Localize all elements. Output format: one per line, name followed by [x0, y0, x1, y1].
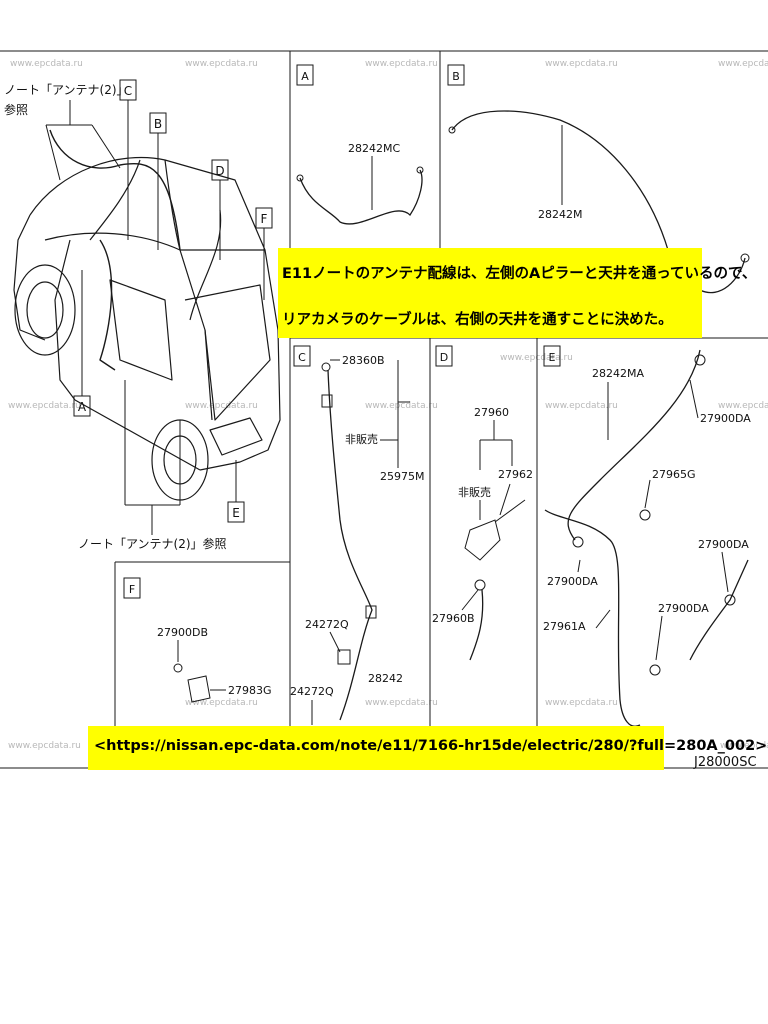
- callout-f: F: [261, 212, 268, 226]
- panel-d: D 27960 非販売 27962 27960B: [432, 345, 533, 661]
- callout-b: B: [154, 117, 162, 131]
- annotation-line-2: リアカメラのケーブルは、右側の天井を通すことに決めた。: [282, 312, 673, 328]
- panel-b-letter: B: [452, 70, 460, 83]
- panel-c: C 28360B 非販売 25975M 24272Q 28242 24272Q: [290, 345, 424, 725]
- vehicle-outline: [13, 129, 281, 501]
- part-28242: 28242: [368, 672, 403, 685]
- watermark: www.epcdata.ru: [718, 59, 768, 69]
- watermark: www.epcdata.ru: [545, 698, 618, 708]
- watermark: www.epcdata.ru: [365, 698, 438, 708]
- watermark: www.epcdata.ru: [10, 59, 83, 69]
- panel-c-letter: C: [298, 351, 306, 364]
- part-24272q-2: 24272Q: [290, 685, 334, 698]
- part-27961a: 27961A: [543, 620, 586, 633]
- part-27965g: 27965G: [652, 468, 696, 481]
- watermark: www.epcdata.ru: [185, 401, 258, 411]
- callout-a: A: [78, 400, 87, 414]
- ref-label-bottom: ノート「アンテナ(2)」参照: [78, 536, 227, 551]
- part-27900da-3: 27900DA: [547, 575, 598, 588]
- main-callout-letters: C B D F A E: [78, 84, 268, 520]
- panel-f-letter: F: [129, 583, 135, 596]
- watermark: www.epcdata.ru: [185, 698, 258, 708]
- part-25975m: 25975M: [380, 470, 424, 483]
- part-not-sold-d: 非販売: [458, 486, 491, 499]
- part-27983g: 27983G: [228, 684, 272, 697]
- ref-label-top: ノート「アンテナ(2)」: [4, 83, 129, 97]
- watermark: www.epcdata.ru: [545, 401, 618, 411]
- part-27960b: 27960B: [432, 612, 475, 625]
- watermarks: www.epcdata.ru www.epcdata.ru www.epcdat…: [8, 59, 768, 751]
- panel-b: B 28242M: [447, 64, 750, 294]
- watermark: www.epcdata.ru: [500, 353, 573, 363]
- part-27900da-4: 27900DA: [658, 602, 709, 615]
- watermark: www.epcdata.ru: [365, 401, 438, 411]
- source-url-box: <https://nissan.epc-data.com/note/e11/71…: [88, 726, 767, 770]
- watermark: www.epcdata.ru: [185, 59, 258, 69]
- panel-a-letter: A: [301, 70, 309, 83]
- annotation-line-1: E11ノートのアンテナ配線は、左側のAピラーと天井を通っているので、: [282, 266, 757, 282]
- callout-c: C: [124, 84, 132, 98]
- part-27900da: 27900DA: [700, 412, 751, 425]
- watermark: www.epcdata.ru: [365, 59, 438, 69]
- callout-e: E: [232, 506, 240, 520]
- main-callouts: [45, 79, 273, 535]
- main-view: ノート「アンテナ(2)」 参照 ノート「アンテナ(2)」参照: [4, 83, 227, 551]
- part-28242mc: 28242MC: [348, 142, 400, 155]
- callout-d: D: [215, 164, 224, 178]
- watermark: www.epcdata.ru: [720, 741, 768, 751]
- part-not-sold: 非販売: [345, 433, 378, 446]
- watermark: www.epcdata.ru: [8, 401, 81, 411]
- watermark: www.epcdata.ru: [8, 741, 81, 751]
- panel-e: E 28242MA 27900DA 27965G 27900DA 27900DA…: [543, 345, 751, 727]
- annotation-box: E11ノートのアンテナ配線は、左側のAピラーと天井を通っているので、 リアカメラ…: [278, 248, 756, 338]
- part-27960: 27960: [474, 406, 509, 419]
- source-url: <https://nissan.epc-data.com/note/e11/71…: [94, 738, 768, 754]
- part-24272q: 24272Q: [305, 618, 349, 631]
- part-28360b: 28360B: [342, 354, 385, 367]
- part-27962: 27962: [498, 468, 533, 481]
- part-27900db: 27900DB: [157, 626, 208, 639]
- watermark: www.epcdata.ru: [718, 401, 768, 411]
- panel-a: A 28242MC: [296, 64, 424, 225]
- watermark: www.epcdata.ru: [545, 59, 618, 69]
- panel-d-letter: D: [440, 351, 448, 364]
- ref-label-top-2: 参照: [4, 102, 28, 117]
- part-28242ma: 28242MA: [592, 367, 644, 380]
- part-28242m: 28242M: [538, 208, 582, 221]
- panel-f: F 27900DB 27983G: [123, 577, 272, 703]
- panel-e-letter: E: [549, 351, 556, 364]
- drawing-code: J28000SC: [693, 755, 757, 770]
- part-27900da-2: 27900DA: [698, 538, 749, 551]
